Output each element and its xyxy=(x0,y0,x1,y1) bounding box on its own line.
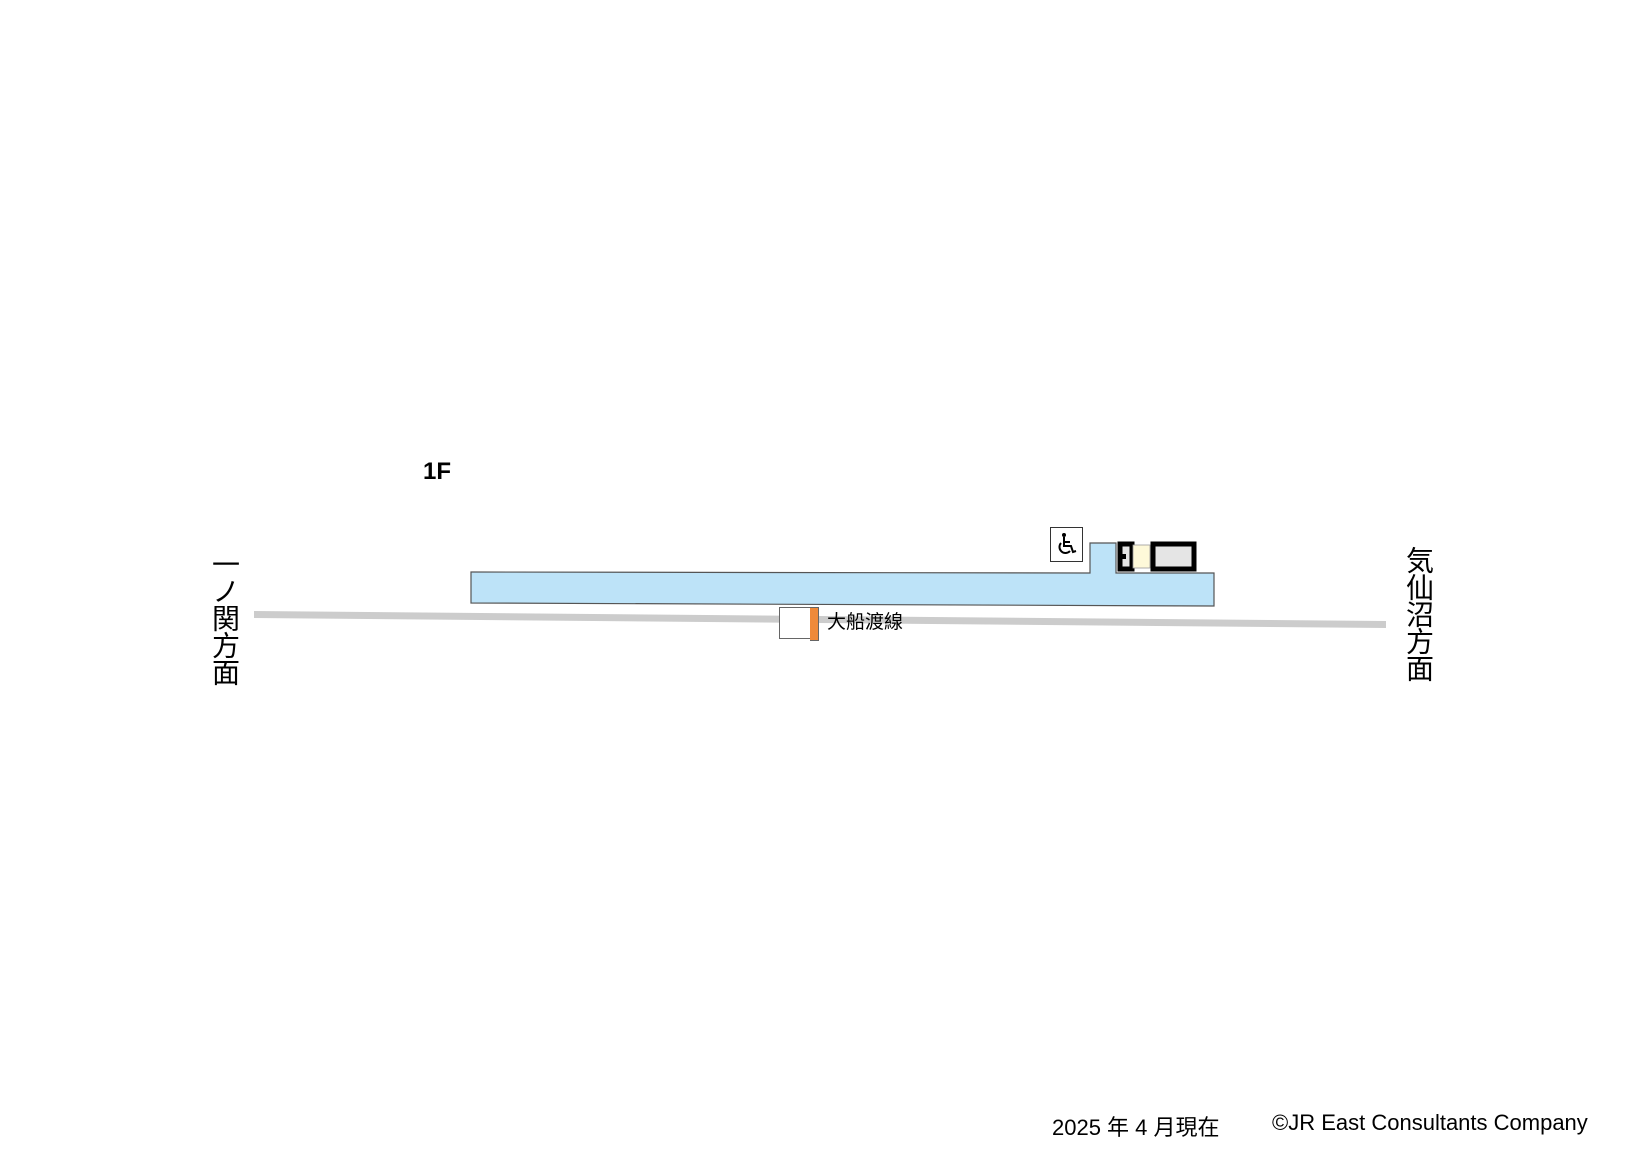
floor-label: 1F xyxy=(423,458,452,485)
station-building xyxy=(1117,541,1197,572)
wheelchair-accessible-sign xyxy=(1050,527,1083,562)
wheelchair-icon xyxy=(1058,532,1076,554)
line-sign-box xyxy=(779,607,812,639)
copyright: ©JR East Consultants Company xyxy=(1272,1110,1588,1135)
as-of-date: 2025 年 4 月現在 xyxy=(1052,1115,1220,1140)
platform xyxy=(470,542,1215,607)
direction-left-label: 一ノ関方面 xyxy=(208,550,241,685)
track xyxy=(254,611,1386,628)
direction-right-label: 気仙沼方面 xyxy=(1402,546,1435,681)
line-color-stripe xyxy=(810,607,819,641)
line-name: 大船渡線 xyxy=(827,611,904,633)
